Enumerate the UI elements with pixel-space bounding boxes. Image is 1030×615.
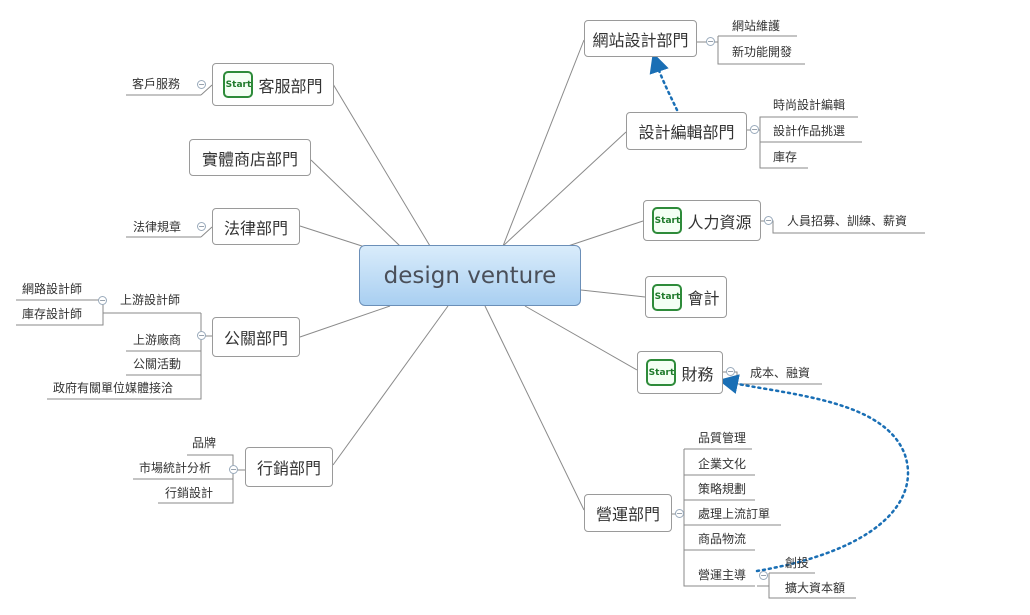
start-icon: Start — [652, 283, 683, 311]
leaf-cost-financing[interactable]: 成本、融資 — [750, 366, 811, 380]
node-label: 人力資源 — [687, 212, 752, 232]
node-label: 客服部門 — [258, 76, 323, 96]
leaf-order-processing[interactable]: 處理上流訂單 — [698, 507, 771, 521]
leaf-strategy-planning[interactable]: 策略規劃 — [698, 482, 747, 496]
node-label: 網站設計部門 — [592, 30, 689, 50]
collapse-icon[interactable]: − — [197, 80, 206, 89]
node-label: 營運部門 — [595, 505, 660, 524]
leaf-inventory-designer[interactable]: 庫存設計師 — [22, 307, 83, 321]
leaf-design-selection[interactable]: 設計作品挑選 — [773, 124, 846, 138]
leaf-quality-management[interactable]: 品質管理 — [698, 431, 747, 445]
collapse-icon[interactable]: − — [98, 296, 107, 305]
leaf-customer-service[interactable]: 客戶服務 — [132, 77, 181, 91]
leaf-government-media[interactable]: 政府有關單位媒體接洽 — [53, 381, 174, 395]
node-design-editing[interactable]: 設計編輯部門 — [626, 112, 747, 150]
leaf-upstream-designer[interactable]: 上游設計師 — [120, 293, 181, 307]
node-finance[interactable]: Start 財務 — [637, 351, 723, 394]
leaf-site-maintenance[interactable]: 網站維護 — [732, 19, 781, 33]
leaf-recruitment[interactable]: 人員招募、訓練、薪資 — [787, 214, 908, 228]
node-label: 公關部門 — [223, 329, 288, 348]
leaf-logistics[interactable]: 商品物流 — [698, 532, 747, 546]
node-accounting[interactable]: Start 會計 — [645, 276, 727, 318]
collapse-icon[interactable]: − — [759, 571, 768, 580]
leaf-new-features[interactable]: 新功能開發 — [732, 45, 793, 59]
start-icon: Start — [652, 207, 683, 234]
collapse-icon[interactable]: − — [197, 331, 206, 340]
node-label: 設計編輯部門 — [638, 123, 735, 142]
node-marketing[interactable]: 行銷部門 — [245, 447, 333, 487]
collapse-icon[interactable]: − — [197, 222, 206, 231]
leaf-pr-activities[interactable]: 公關活動 — [133, 357, 182, 371]
node-human-resources[interactable]: Start 人力資源 — [643, 200, 761, 241]
leaf-fashion-editing[interactable]: 時尚設計編輯 — [773, 98, 846, 112]
collapse-icon[interactable]: − — [764, 216, 773, 225]
start-icon: Start — [646, 359, 677, 386]
collapse-icon[interactable]: − — [706, 37, 715, 46]
leaf-corporate-culture[interactable]: 企業文化 — [698, 457, 747, 471]
node-label: 行銷部門 — [256, 459, 321, 478]
node-label: 法律部門 — [223, 218, 288, 238]
collapse-icon[interactable]: − — [229, 465, 238, 474]
leaf-brand[interactable]: 品牌 — [192, 436, 217, 450]
node-retail-store[interactable]: 實體商店部門 — [189, 139, 311, 176]
collapse-icon[interactable]: − — [726, 367, 735, 376]
node-label: 實體商店部門 — [201, 149, 298, 169]
leaf-market-analysis[interactable]: 市場統計分析 — [139, 461, 212, 475]
leaf-inventory[interactable]: 庫存 — [773, 150, 798, 164]
leaf-capital-expansion[interactable]: 擴大資本額 — [785, 581, 846, 595]
node-public-relations[interactable]: 公關部門 — [212, 317, 300, 357]
start-icon: Start — [223, 71, 254, 98]
node-label: 財務 — [681, 364, 714, 384]
leaf-regulations[interactable]: 法律規章 — [133, 220, 182, 234]
leaf-marketing-design[interactable]: 行銷設計 — [165, 486, 214, 500]
leaf-web-designer[interactable]: 網路設計師 — [22, 282, 83, 296]
node-web-design[interactable]: 網站設計部門 — [584, 20, 697, 57]
collapse-icon[interactable]: − — [675, 509, 684, 518]
node-legal[interactable]: 法律部門 — [212, 208, 300, 245]
node-operations[interactable]: 營運部門 — [584, 494, 672, 532]
collapse-icon[interactable]: − — [750, 125, 759, 134]
leaf-venture-capital[interactable]: 創投 — [785, 556, 810, 570]
node-customer-service[interactable]: Start 客服部門 — [212, 63, 334, 106]
leaf-upstream-vendor[interactable]: 上游廠商 — [133, 333, 182, 347]
node-label: 會計 — [687, 289, 720, 308]
leaf-operations-lead[interactable]: 營運主導 — [698, 568, 747, 582]
central-topic[interactable]: design venture — [359, 245, 581, 306]
